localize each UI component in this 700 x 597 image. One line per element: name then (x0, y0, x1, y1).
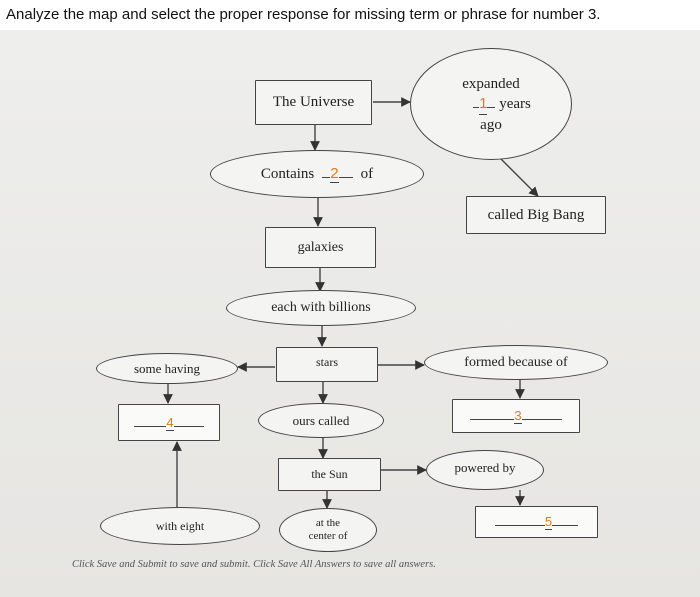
node-formed-because-of: formed because of (424, 345, 608, 380)
ago-label: ago (480, 116, 502, 133)
years-label: years (499, 95, 531, 112)
node-each-with-billions: each with billions (226, 290, 416, 326)
arrow-expanded-bigbang (499, 157, 539, 197)
node-galaxies: galaxies (265, 227, 376, 268)
blank-3: 3 (514, 408, 522, 424)
node-ours-called: ours called (258, 403, 384, 438)
blank-1: 1 (479, 94, 488, 115)
node-the-universe: The Universe (255, 80, 372, 125)
node-the-sun: the Sun (278, 458, 381, 491)
node-blank-4: 4 (118, 404, 220, 441)
blank-5: 5 (544, 514, 553, 530)
node-some-having: some having (96, 353, 238, 384)
node-blank-5: 5 (475, 506, 598, 538)
node-contains: Contains 2 of (210, 150, 424, 198)
node-stars: stars (276, 347, 378, 382)
node-with-eight: with eight (100, 507, 260, 545)
node-at-the-center-of: at the center of (279, 508, 377, 552)
node-powered-by: powered by (426, 450, 544, 490)
node-expanded-years-ago: expanded 1 years ago (410, 48, 572, 160)
node-called-big-bang: called Big Bang (466, 196, 606, 234)
question-text: Analyze the map and select the proper re… (0, 0, 700, 30)
footer-instructions: Click Save and Submit to save and submit… (72, 559, 436, 570)
blank-4: 4 (166, 414, 174, 431)
blank-2: 2 (330, 165, 339, 183)
node-blank-3: 3 (452, 399, 580, 433)
expanded-label: expanded (462, 75, 520, 92)
